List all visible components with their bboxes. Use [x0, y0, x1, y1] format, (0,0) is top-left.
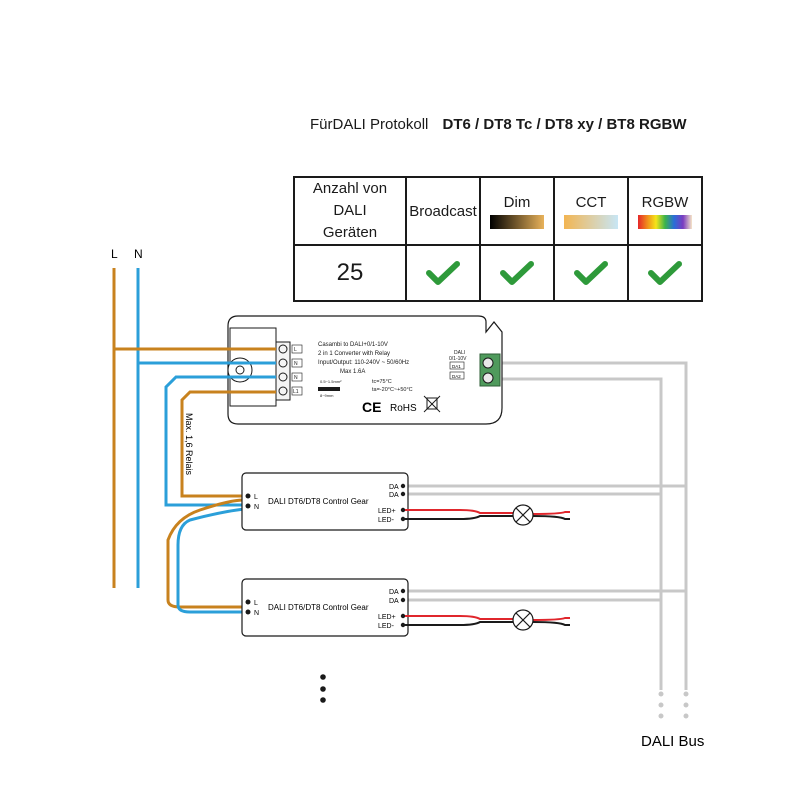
input-terminal-block	[275, 341, 291, 401]
gear-1-l: L	[254, 494, 258, 501]
rohs-mark: RoHS	[390, 403, 417, 414]
lamp-icon	[512, 609, 534, 631]
converter-device: L N N L1 Casambi to DALI+0/1-10V 2 in 1 …	[227, 315, 503, 425]
led-output-2	[405, 615, 570, 626]
dali-term-da1: DA1	[452, 364, 461, 369]
bus-line-da2	[500, 377, 663, 690]
protocol-title: FürDALI Protokoll DT6 / DT8 Tc / DT8 xy …	[310, 116, 686, 133]
gear-2-l: L	[254, 600, 258, 607]
check-icon	[574, 261, 608, 285]
col-broadcast-label: Broadcast	[409, 202, 477, 220]
dali-label-1: DALI	[454, 350, 465, 356]
gear-2-led-minus: LED-	[378, 623, 395, 630]
neutral-to-gear-1	[164, 375, 276, 507]
converter-max: Max 1.6A	[340, 369, 365, 375]
cct-gradient-swatch	[564, 214, 618, 229]
converter-name: Casambi to DALI+0/1-10V	[318, 342, 388, 348]
relay-note: Max. 1,6 Relais	[184, 413, 194, 476]
dim-gradient-swatch	[490, 214, 544, 229]
dim-check-cell	[479, 244, 555, 302]
gear-1-da2: DA	[389, 492, 399, 499]
lamp-icon	[512, 504, 534, 526]
check-icon	[500, 261, 534, 285]
relay-live-to-gear-1	[180, 390, 276, 498]
gear-1-led-plus: LED+	[378, 508, 396, 515]
wire-spec: 0.5~1.5mm²	[320, 379, 342, 384]
dali-bus-lines	[408, 361, 688, 690]
gear-2-name: DALI DT6/DT8 Control Gear	[268, 603, 369, 612]
gear-2-led-plus: LED+	[378, 614, 396, 621]
gear-2-da2: DA	[389, 598, 399, 605]
col-dim-header: Dim	[479, 176, 555, 246]
col-cct-header: CCT	[553, 176, 629, 246]
more-devices-ellipsis-icon	[320, 674, 326, 703]
col-broadcast-header: Broadcast	[405, 176, 481, 246]
terminal-l1: L1	[293, 389, 299, 395]
weee-bin-icon	[423, 395, 441, 413]
feature-table: Anzahl von DALI Geräten Broadcast Dim CC…	[293, 176, 703, 302]
dali-bus-label: DALI Bus	[641, 733, 704, 750]
col-dim-label: Dim	[503, 193, 531, 211]
bus-continuation-dots	[658, 691, 689, 719]
neutral-loop-to-gear-2	[176, 507, 245, 614]
converter-type: 2 in 1 Converter with Relay	[318, 351, 390, 357]
wire-strip-icon	[318, 387, 340, 391]
check-icon	[648, 261, 682, 285]
terminal-n2: N	[294, 375, 298, 381]
led-output-1	[405, 509, 570, 520]
dali-term-da2: DA2	[452, 374, 461, 379]
device-count: 25	[336, 259, 364, 286]
gear-1-da1: DA	[389, 484, 399, 491]
ce-mark: CE	[362, 399, 381, 415]
gear-2-n: N	[254, 610, 259, 617]
col-count-label: Anzahl von DALI Geräten	[312, 180, 388, 241]
gear-1-n: N	[254, 504, 259, 511]
protocol-types: DT6 / DT8 Tc / DT8 xy / BT8 RGBW	[442, 116, 687, 133]
converter-tc: tc=75°C	[372, 379, 392, 385]
col-rgbw-header: RGBW	[627, 176, 703, 246]
protocol-lead: FürDALI Protokoll	[310, 116, 429, 133]
gear-1-led-minus: LED-	[378, 517, 395, 524]
broadcast-check-cell	[405, 244, 481, 302]
converter-io: Input/Output: 110-240V ~ 50/60Hz	[318, 360, 409, 366]
col-rgbw-label: RGBW	[641, 193, 689, 211]
terminal-l: L	[294, 347, 297, 353]
cct-check-cell	[553, 244, 629, 302]
dali-label-2: 0/1-10V	[449, 356, 467, 362]
mains-l-label: L	[111, 247, 118, 261]
live-loop-to-gear-2	[166, 498, 245, 609]
count-cell: 25	[293, 244, 407, 302]
rgbw-gradient-swatch	[638, 214, 692, 229]
gear-1-name: DALI DT6/DT8 Control Gear	[268, 497, 369, 506]
converter-ta: ta=-20°C~+50°C	[372, 387, 413, 393]
mains-n-label: N	[134, 247, 143, 261]
col-cct-label: CCT	[575, 193, 607, 211]
terminal-n: N	[294, 361, 298, 367]
gear-2-da1: DA	[389, 589, 399, 596]
control-gear-2: L N DALI DT6/DT8 Control Gear DA DA LED+…	[241, 578, 409, 637]
col-count-header: Anzahl von DALI Geräten	[293, 176, 407, 246]
bus-line-da1	[500, 361, 688, 690]
check-icon	[426, 261, 460, 285]
control-gear-1: L N DALI DT6/DT8 Control Gear DA DA LED+…	[241, 472, 409, 531]
rgbw-check-cell	[627, 244, 703, 302]
strip-length: 8~9mm	[320, 393, 334, 398]
